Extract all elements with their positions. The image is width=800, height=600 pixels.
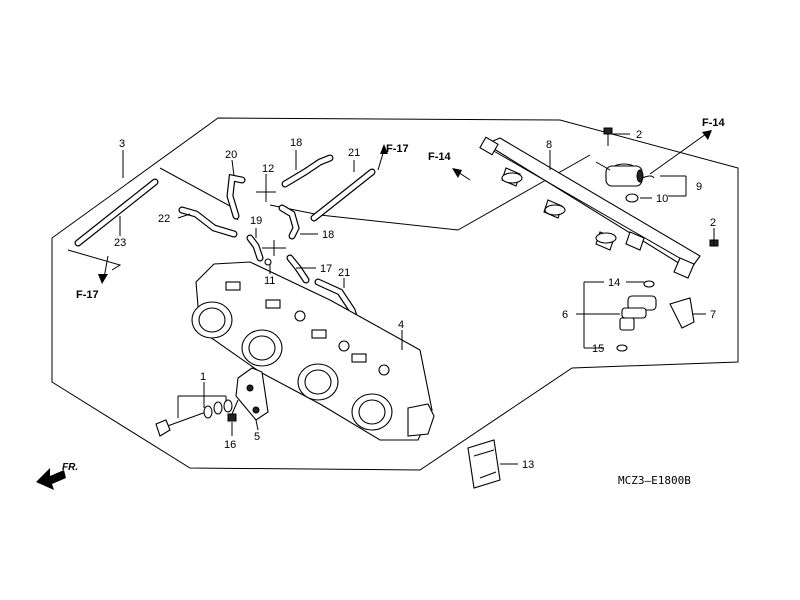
callout-12: 12 <box>262 163 274 175</box>
callout-15: 15 <box>592 343 604 355</box>
callout-17: 17 <box>320 263 332 275</box>
pressure-regulator <box>595 161 655 187</box>
front-label: FR. <box>62 462 78 473</box>
callout-4: 4 <box>398 319 404 331</box>
front-arrow-icon: FR. <box>36 462 78 490</box>
callout-11: 11 <box>264 275 275 287</box>
callout-23: 23 <box>114 237 126 249</box>
callout-8: 8 <box>546 139 552 151</box>
callout-7: 7 <box>710 309 716 321</box>
bracket-13 <box>467 439 501 489</box>
hose-21-top <box>310 168 376 222</box>
callout-16: 16 <box>224 439 236 451</box>
hose-18-top <box>281 154 334 188</box>
bracket-5 <box>235 367 269 421</box>
fuel-rail <box>479 136 701 279</box>
injector <box>616 280 657 352</box>
callout-18-mid: 18 <box>322 229 334 241</box>
cross-fitting-12 <box>256 182 276 202</box>
callout-6: 6 <box>562 309 568 321</box>
hose-23 <box>74 178 159 247</box>
leader-lines <box>119 133 715 465</box>
screw-1 <box>155 399 233 437</box>
bolt-16 <box>227 399 239 422</box>
hose-19 <box>246 234 264 262</box>
callout-22: 22 <box>158 213 170 225</box>
hose-18-mid <box>278 204 300 240</box>
hose-20 <box>226 173 246 220</box>
callout-9: 9 <box>696 181 702 193</box>
reference-arrows <box>98 130 712 284</box>
diagram-code: MCZ3—E1800B <box>618 474 691 487</box>
callout-2-top: 2 <box>636 129 642 141</box>
callout-10: 10 <box>656 193 668 205</box>
callout-14: 14 <box>608 277 620 289</box>
hose-17 <box>286 254 310 284</box>
bolt-2-top <box>603 127 613 146</box>
throttle-body <box>191 261 435 441</box>
ref-f14-left: F-14 <box>428 151 452 163</box>
callout-19: 19 <box>250 215 262 227</box>
injector-clip <box>669 297 695 329</box>
callout-21-top: 21 <box>348 147 360 159</box>
ref-f17-left: F-17 <box>76 289 99 301</box>
ref-f14-right: F-14 <box>702 117 726 129</box>
callout-5: 5 <box>254 431 260 443</box>
callout-3: 3 <box>119 138 125 150</box>
callout-13: 13 <box>522 459 534 471</box>
callout-18-top: 18 <box>290 137 302 149</box>
callout-1: 1 <box>200 371 206 383</box>
cross-fitting-11 <box>262 240 286 266</box>
o-ring-10 <box>625 193 639 203</box>
callout-21-low: 21 <box>338 267 350 279</box>
ref-f17-top: F-17 <box>386 143 409 155</box>
hose-22 <box>178 206 238 238</box>
callout-2-right: 2 <box>710 217 716 229</box>
callout-20: 20 <box>225 149 237 161</box>
